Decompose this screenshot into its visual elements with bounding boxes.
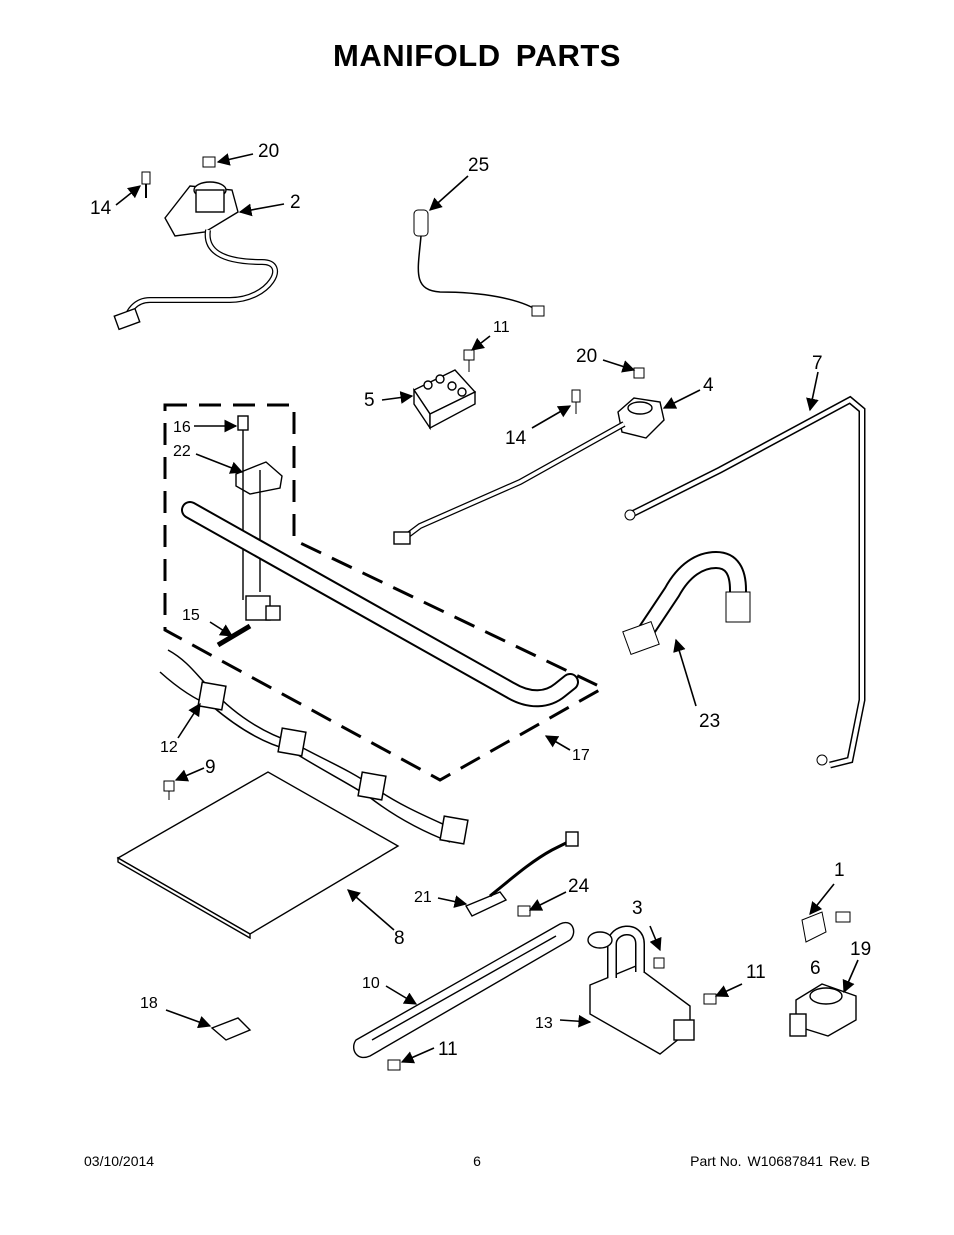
callout-11c: 11 xyxy=(746,962,766,983)
valve-block-part-13 xyxy=(587,925,695,1055)
screw-part-24 xyxy=(517,905,531,917)
regulator-part-19 xyxy=(789,983,857,1037)
callout-13: 13 xyxy=(535,1015,553,1032)
screw-part-9 xyxy=(163,780,175,800)
footer-date: 03/10/2014 xyxy=(84,1153,155,1169)
part-number-value: W10687841 xyxy=(747,1153,824,1169)
valve-assembly xyxy=(216,415,283,648)
callout-20a: 20 xyxy=(258,141,279,162)
revision: Rev. B xyxy=(829,1153,870,1169)
callout-5: 5 xyxy=(364,390,375,411)
callout-4: 4 xyxy=(703,375,714,396)
callout-18: 18 xyxy=(140,995,158,1012)
footer-part-number: Part No. W10687841 Rev. B xyxy=(684,1153,870,1169)
clip-part-1 xyxy=(801,911,827,943)
screw-part-6 xyxy=(835,911,851,923)
callout-2: 2 xyxy=(290,192,301,213)
callout-25: 25 xyxy=(468,155,489,176)
callout-12: 12 xyxy=(160,739,178,756)
page-title: MANIFOLD PARTS xyxy=(333,38,621,73)
spark-electrode-part-14b xyxy=(571,389,581,414)
screw-part-11a xyxy=(463,349,475,372)
callout-15: 15 xyxy=(182,607,200,624)
callout-19: 19 xyxy=(850,939,871,960)
callout-1: 1 xyxy=(834,860,845,881)
callout-10: 10 xyxy=(362,975,380,992)
screw-part-20b xyxy=(633,367,645,379)
igniter-part-21 xyxy=(464,831,579,917)
callout-6: 6 xyxy=(810,958,821,979)
elbow-fitting-part-23 xyxy=(622,550,751,656)
callout-8: 8 xyxy=(394,928,405,949)
leader-lines xyxy=(115,153,859,1064)
spark-module-part-5 xyxy=(412,369,477,431)
callout-7: 7 xyxy=(812,353,823,374)
callout-22: 22 xyxy=(173,443,191,460)
callout-17: 17 xyxy=(572,747,590,764)
screw-part-3 xyxy=(653,957,665,969)
burner-base-part-4 xyxy=(393,397,665,545)
callout-23: 23 xyxy=(699,711,720,732)
panel-part-8 xyxy=(116,771,400,940)
assembly-dashed-outline xyxy=(163,403,607,782)
callout-16: 16 xyxy=(173,419,191,436)
screw-part-11c xyxy=(703,993,717,1005)
screw-part-11b xyxy=(387,1059,401,1071)
tube-part-7 xyxy=(624,395,866,769)
callout-11b: 11 xyxy=(438,1039,458,1060)
callout-9: 9 xyxy=(205,757,216,778)
callout-24: 24 xyxy=(568,876,590,897)
screw-part-20a xyxy=(202,156,216,168)
burner-base-part-2 xyxy=(113,181,278,331)
burner-tube-part-10 xyxy=(352,921,575,1059)
callout-21: 21 xyxy=(414,889,432,906)
clip-part-18 xyxy=(210,1017,252,1041)
callout-3: 3 xyxy=(632,898,643,919)
wire-harness-part-12 xyxy=(159,649,469,845)
spark-electrode-part-14a xyxy=(141,171,151,198)
sensor-part-25 xyxy=(413,209,545,317)
manifold-pipe-part-17 xyxy=(181,501,579,708)
callout-14a: 14 xyxy=(90,198,112,219)
callout-20b: 20 xyxy=(576,346,597,367)
footer-page-number: 6 xyxy=(473,1153,481,1169)
callout-11a: 11 xyxy=(493,319,510,336)
part-number-label: Part No. xyxy=(690,1153,742,1169)
callout-14b: 14 xyxy=(505,428,527,449)
